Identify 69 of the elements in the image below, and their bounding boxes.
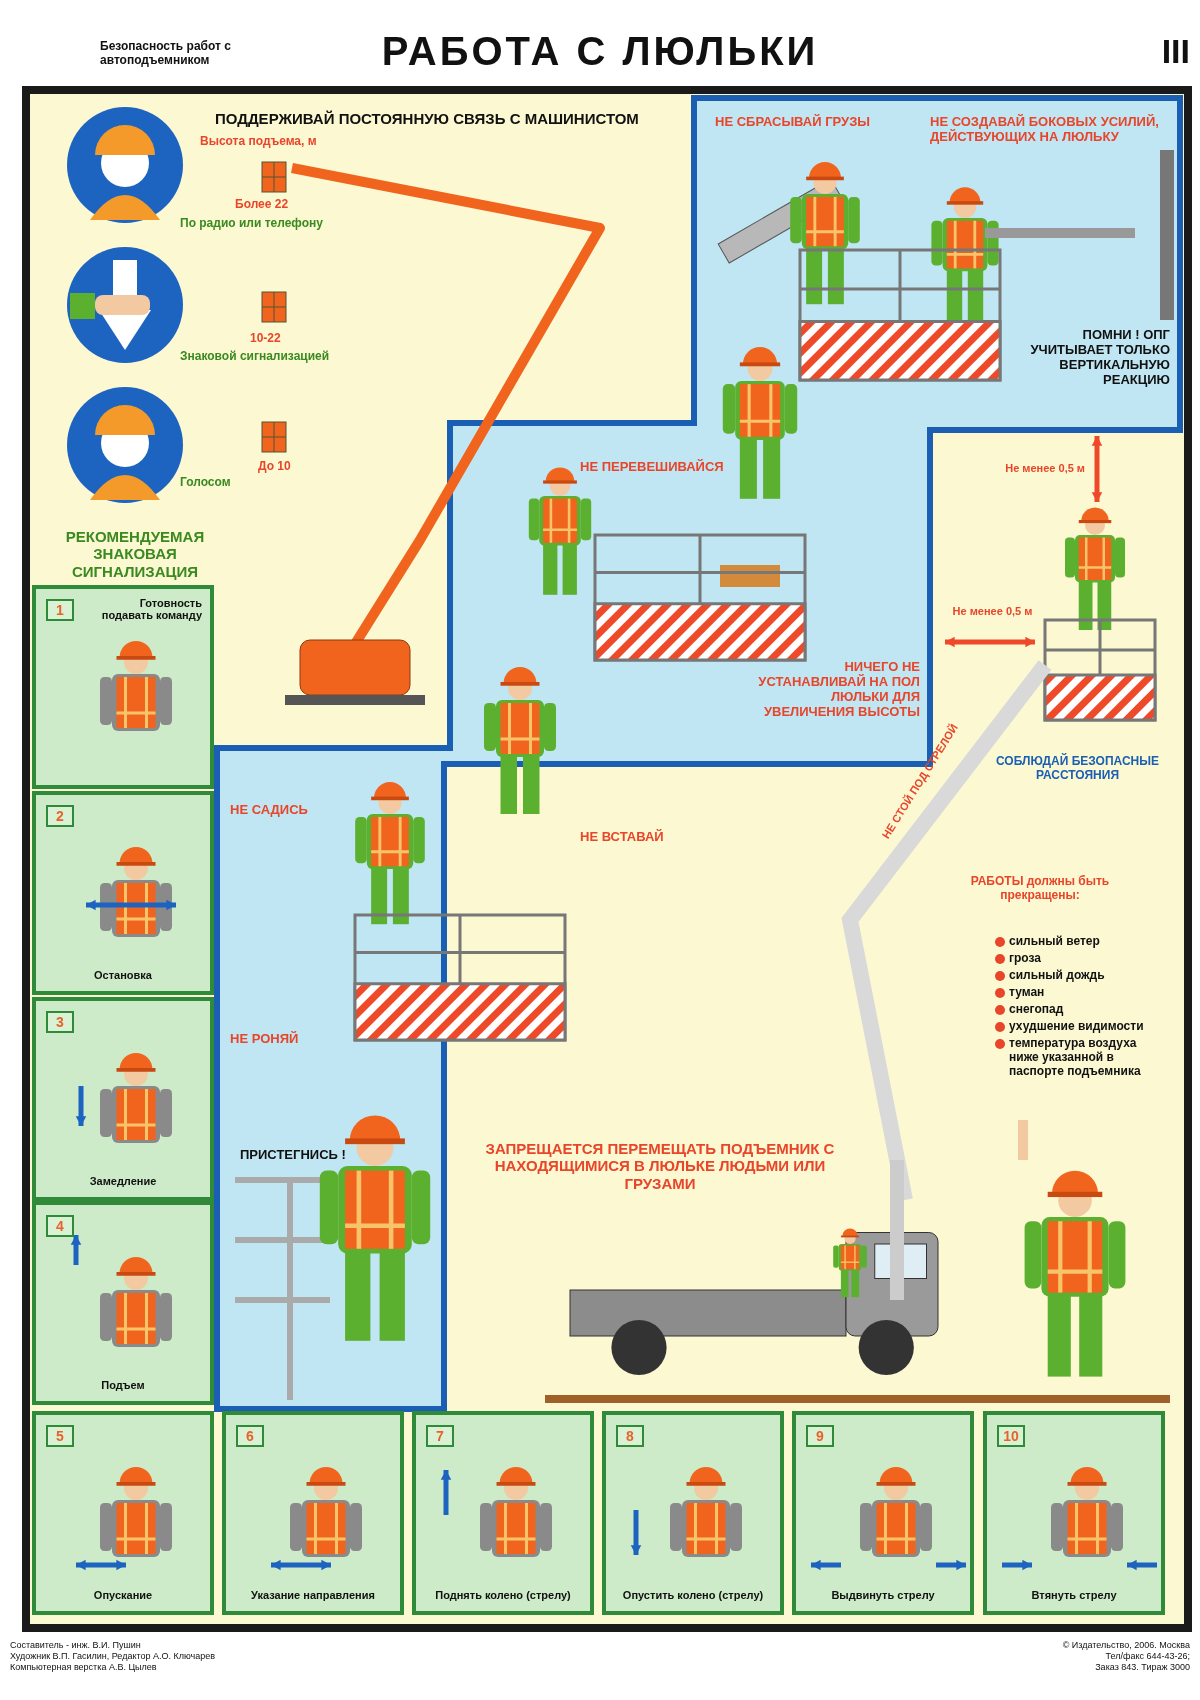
warning-text: НЕ ВСТАВАЙ: [580, 830, 665, 845]
signal-number: 10: [997, 1425, 1025, 1447]
list-item: сильный дождь: [1009, 968, 1105, 982]
sheet-number: III: [1160, 32, 1190, 72]
list-heading: РАБОТЫ должны быть прекращены:: [969, 875, 1111, 903]
height-heading: Высота подъема, м: [200, 135, 318, 149]
signal-caption: Указание направления: [250, 1589, 376, 1601]
warning-text: ЗАПРЕЩАЕТСЯ ПЕРЕМЕЩАТЬ ПОДЪЕМНИК С НАХОДЯЩИМИСЯ В ЛЮЛЬКЕ ЛЮДЬМИ ИЛИ ГРУЗАМИ: [484, 1140, 836, 1192]
signal-caption: Подъем: [100, 1379, 146, 1391]
warning-text: НЕ ПЕРЕВЕШИВАЙСЯ: [580, 460, 725, 475]
list-item: гроза: [1009, 951, 1041, 965]
publisher-text: © Издательство, 2006. Москва: [1061, 1640, 1190, 1651]
signal-caption: Втянуть стрелу: [1030, 1589, 1118, 1601]
signal-number: 5: [46, 1425, 74, 1447]
signal-number: 4: [46, 1215, 74, 1237]
instruction-heading: ПОДДЕРЖИВАЙ ПОСТОЯННУЮ СВЯЗЬ С МАШИНИСТОМ: [215, 110, 640, 128]
height-value: Более 22: [235, 198, 290, 212]
publisher-text: Заказ 843. Тираж 3000: [1094, 1662, 1190, 1673]
instruction-text: СОБЛЮДАЙ БЕЗОПАСНЫЕ РАССТОЯНИЯ: [994, 755, 1161, 783]
signal-number: 9: [806, 1425, 834, 1447]
list-item: туман: [1009, 985, 1045, 999]
credits-text: Компьютерная верстка А.В. Цылев: [10, 1662, 158, 1673]
signal-number: 1: [46, 599, 74, 621]
signal-caption: Опускание: [92, 1589, 154, 1601]
height-value: 10-22: [250, 332, 282, 346]
warning-text: НЕ САДИСЬ: [230, 803, 309, 818]
signal-caption: Опустить колено (стрелу): [621, 1589, 765, 1601]
signal-caption: Остановка: [93, 969, 153, 981]
signal-card: [792, 1411, 974, 1615]
signal-caption: Готовность подавать команду: [100, 597, 202, 621]
publisher-text: Тел/факс 644-43-26;: [1104, 1651, 1190, 1662]
distance-label: Не менее 0,5 м: [1004, 462, 1085, 475]
signal-card: [412, 1411, 594, 1615]
signal-number: 7: [426, 1425, 454, 1447]
signal-card: [32, 1411, 214, 1615]
list-item: сильный ветер: [1009, 934, 1100, 948]
instruction-text: ПРИСТЕГНИСЬ !: [240, 1148, 347, 1163]
signal-card: [32, 791, 214, 995]
signal-caption: Выдвинуть стрелу: [830, 1589, 936, 1601]
warning-text: НИЧЕГО НЕ УСТАНАВЛИВАЙ НА ПОЛ ЛЮЛЬКИ ДЛЯ УВЕЛИЧЕНИЯ ВЫСОТЫ: [757, 660, 920, 720]
poster-title: РАБОТА С ЛЮЛЬКИ: [380, 28, 820, 74]
height-value: До 10: [258, 460, 292, 474]
signal-number: 2: [46, 805, 74, 827]
signal-card: [983, 1411, 1165, 1615]
warning-text: НЕ СБРАСЫВАЙ ГРУЗЫ: [715, 115, 872, 130]
signal-card: [32, 1201, 214, 1405]
signal-card: [32, 997, 214, 1201]
signal-number: 8: [616, 1425, 644, 1447]
method-label: Знаковой сигнализацией: [180, 350, 331, 364]
credits-text: Составитель - инж. В.И. Пушин: [10, 1640, 142, 1651]
signal-number: 3: [46, 1011, 74, 1033]
list-item: температура воздуха ниже указанной в паспорте подъемника: [1009, 1036, 1141, 1078]
reminder-note: ПОМНИ ! ОПГ УЧИТЫВАЕТ ТОЛЬКО ВЕРТИКАЛЬНУЮ РЕАКЦИЮ: [1029, 328, 1170, 388]
method-label: Голосом: [180, 476, 232, 490]
list-item: снегопад: [1009, 1002, 1064, 1016]
signal-card: [602, 1411, 784, 1615]
section-heading: РЕКОМЕНДУЕМАЯ ЗНАКОВАЯ СИГНАЛИЗАЦИЯ: [64, 528, 206, 580]
poster-subtitle: Безопасность работ с автоподъемником: [100, 40, 232, 68]
warning-text: НЕ СОЗДАВАЙ БОКОВЫХ УСИЛИЙ, ДЕЙСТВУЮЩИХ НА ЛЮЛЬКУ: [930, 115, 1160, 145]
credits-text: Художник В.П. Гасилин, Редактор А.О. Ключарев: [10, 1651, 217, 1662]
warning-text: НЕ РОНЯЙ: [230, 1032, 300, 1047]
signal-caption: Замедление: [88, 1175, 158, 1187]
list-item: ухудшение видимости: [1009, 1019, 1144, 1033]
signal-caption: Поднять колено (стрелу): [434, 1589, 572, 1601]
method-label: По радио или телефону: [180, 217, 324, 231]
signal-card: [222, 1411, 404, 1615]
distance-label: Не менее 0,5 м: [951, 605, 1034, 618]
signal-number: 6: [236, 1425, 264, 1447]
signal-card: [32, 585, 214, 789]
